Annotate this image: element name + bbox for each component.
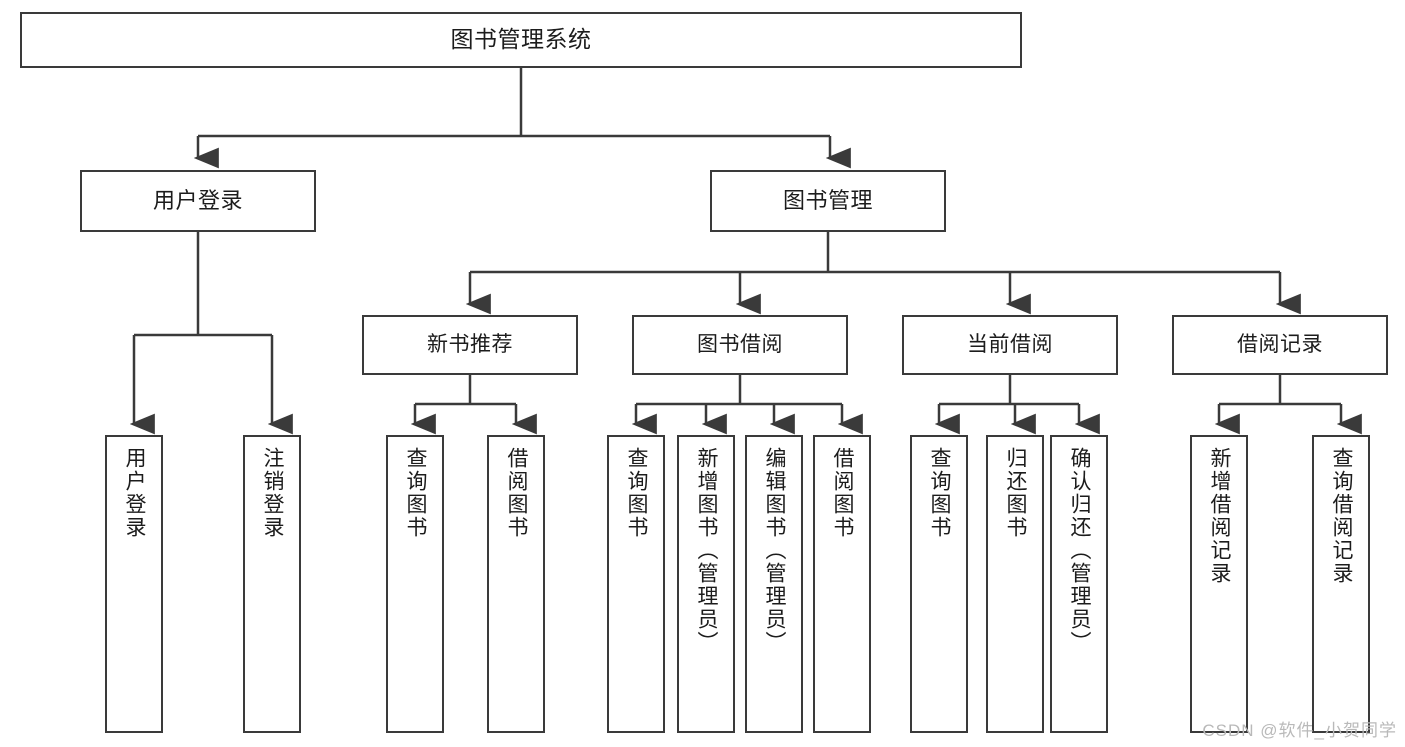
- node-leaf-confirm-return-admin[interactable]: 确认归还（管理员）: [1050, 435, 1108, 733]
- node-leaf-borrow-book-new[interactable]: 借阅图书: [487, 435, 545, 733]
- node-leaf-query-book-new-label: 查询图书: [404, 447, 428, 539]
- node-leaf-edit-book-admin[interactable]: 编辑图书（管理员）: [745, 435, 803, 733]
- node-leaf-query-book-new[interactable]: 查询图书: [386, 435, 444, 733]
- node-leaf-query-borrow-record-label: 查询借阅记录: [1330, 447, 1354, 585]
- node-user-login[interactable]: 用户登录: [80, 170, 316, 232]
- node-leaf-return-book[interactable]: 归还图书: [986, 435, 1044, 733]
- node-leaf-add-borrow-record[interactable]: 新增借阅记录: [1190, 435, 1248, 733]
- node-root-label: 图书管理系统: [450, 26, 592, 53]
- node-leaf-query-book-current-label: 查询图书: [928, 447, 952, 539]
- node-leaf-borrow-book-label: 借阅图书: [831, 447, 855, 539]
- node-leaf-edit-book-admin-label: 编辑图书（管理员）: [763, 447, 787, 654]
- csdn-watermark: CSDN @软件_小贺同学: [1202, 721, 1397, 740]
- node-leaf-borrow-book[interactable]: 借阅图书: [813, 435, 871, 733]
- node-leaf-query-book-borrow[interactable]: 查询图书: [607, 435, 665, 733]
- node-leaf-add-borrow-record-label: 新增借阅记录: [1208, 447, 1232, 585]
- node-user-login-label: 用户登录: [152, 188, 243, 214]
- node-leaf-logout-login-label: 注销登录: [261, 447, 285, 539]
- node-book-manage[interactable]: 图书管理: [710, 170, 946, 232]
- node-leaf-user-login[interactable]: 用户登录: [105, 435, 163, 733]
- node-book-borrow-label: 图书借阅: [697, 332, 783, 356]
- node-book-manage-label: 图书管理: [782, 188, 873, 214]
- node-book-borrow[interactable]: 图书借阅: [632, 315, 848, 375]
- node-borrow-record[interactable]: 借阅记录: [1172, 315, 1388, 375]
- node-leaf-user-login-label: 用户登录: [123, 447, 147, 539]
- node-leaf-return-book-label: 归还图书: [1004, 447, 1028, 539]
- node-new-book-recommend-label: 新书推荐: [427, 332, 513, 356]
- node-leaf-add-book-admin[interactable]: 新增图书（管理员）: [677, 435, 735, 733]
- node-new-book-recommend[interactable]: 新书推荐: [362, 315, 578, 375]
- node-root[interactable]: 图书管理系统: [20, 12, 1022, 68]
- node-leaf-query-book-borrow-label: 查询图书: [625, 447, 649, 539]
- node-leaf-borrow-book-new-label: 借阅图书: [505, 447, 529, 539]
- node-leaf-confirm-return-admin-label: 确认归还（管理员）: [1068, 447, 1092, 654]
- node-borrow-record-label: 借阅记录: [1237, 332, 1323, 356]
- node-leaf-add-book-admin-label: 新增图书（管理员）: [695, 447, 719, 654]
- node-current-borrow-label: 当前借阅: [967, 332, 1053, 356]
- node-current-borrow[interactable]: 当前借阅: [902, 315, 1118, 375]
- node-leaf-query-borrow-record[interactable]: 查询借阅记录: [1312, 435, 1370, 733]
- node-leaf-logout-login[interactable]: 注销登录: [243, 435, 301, 733]
- node-leaf-query-book-current[interactable]: 查询图书: [910, 435, 968, 733]
